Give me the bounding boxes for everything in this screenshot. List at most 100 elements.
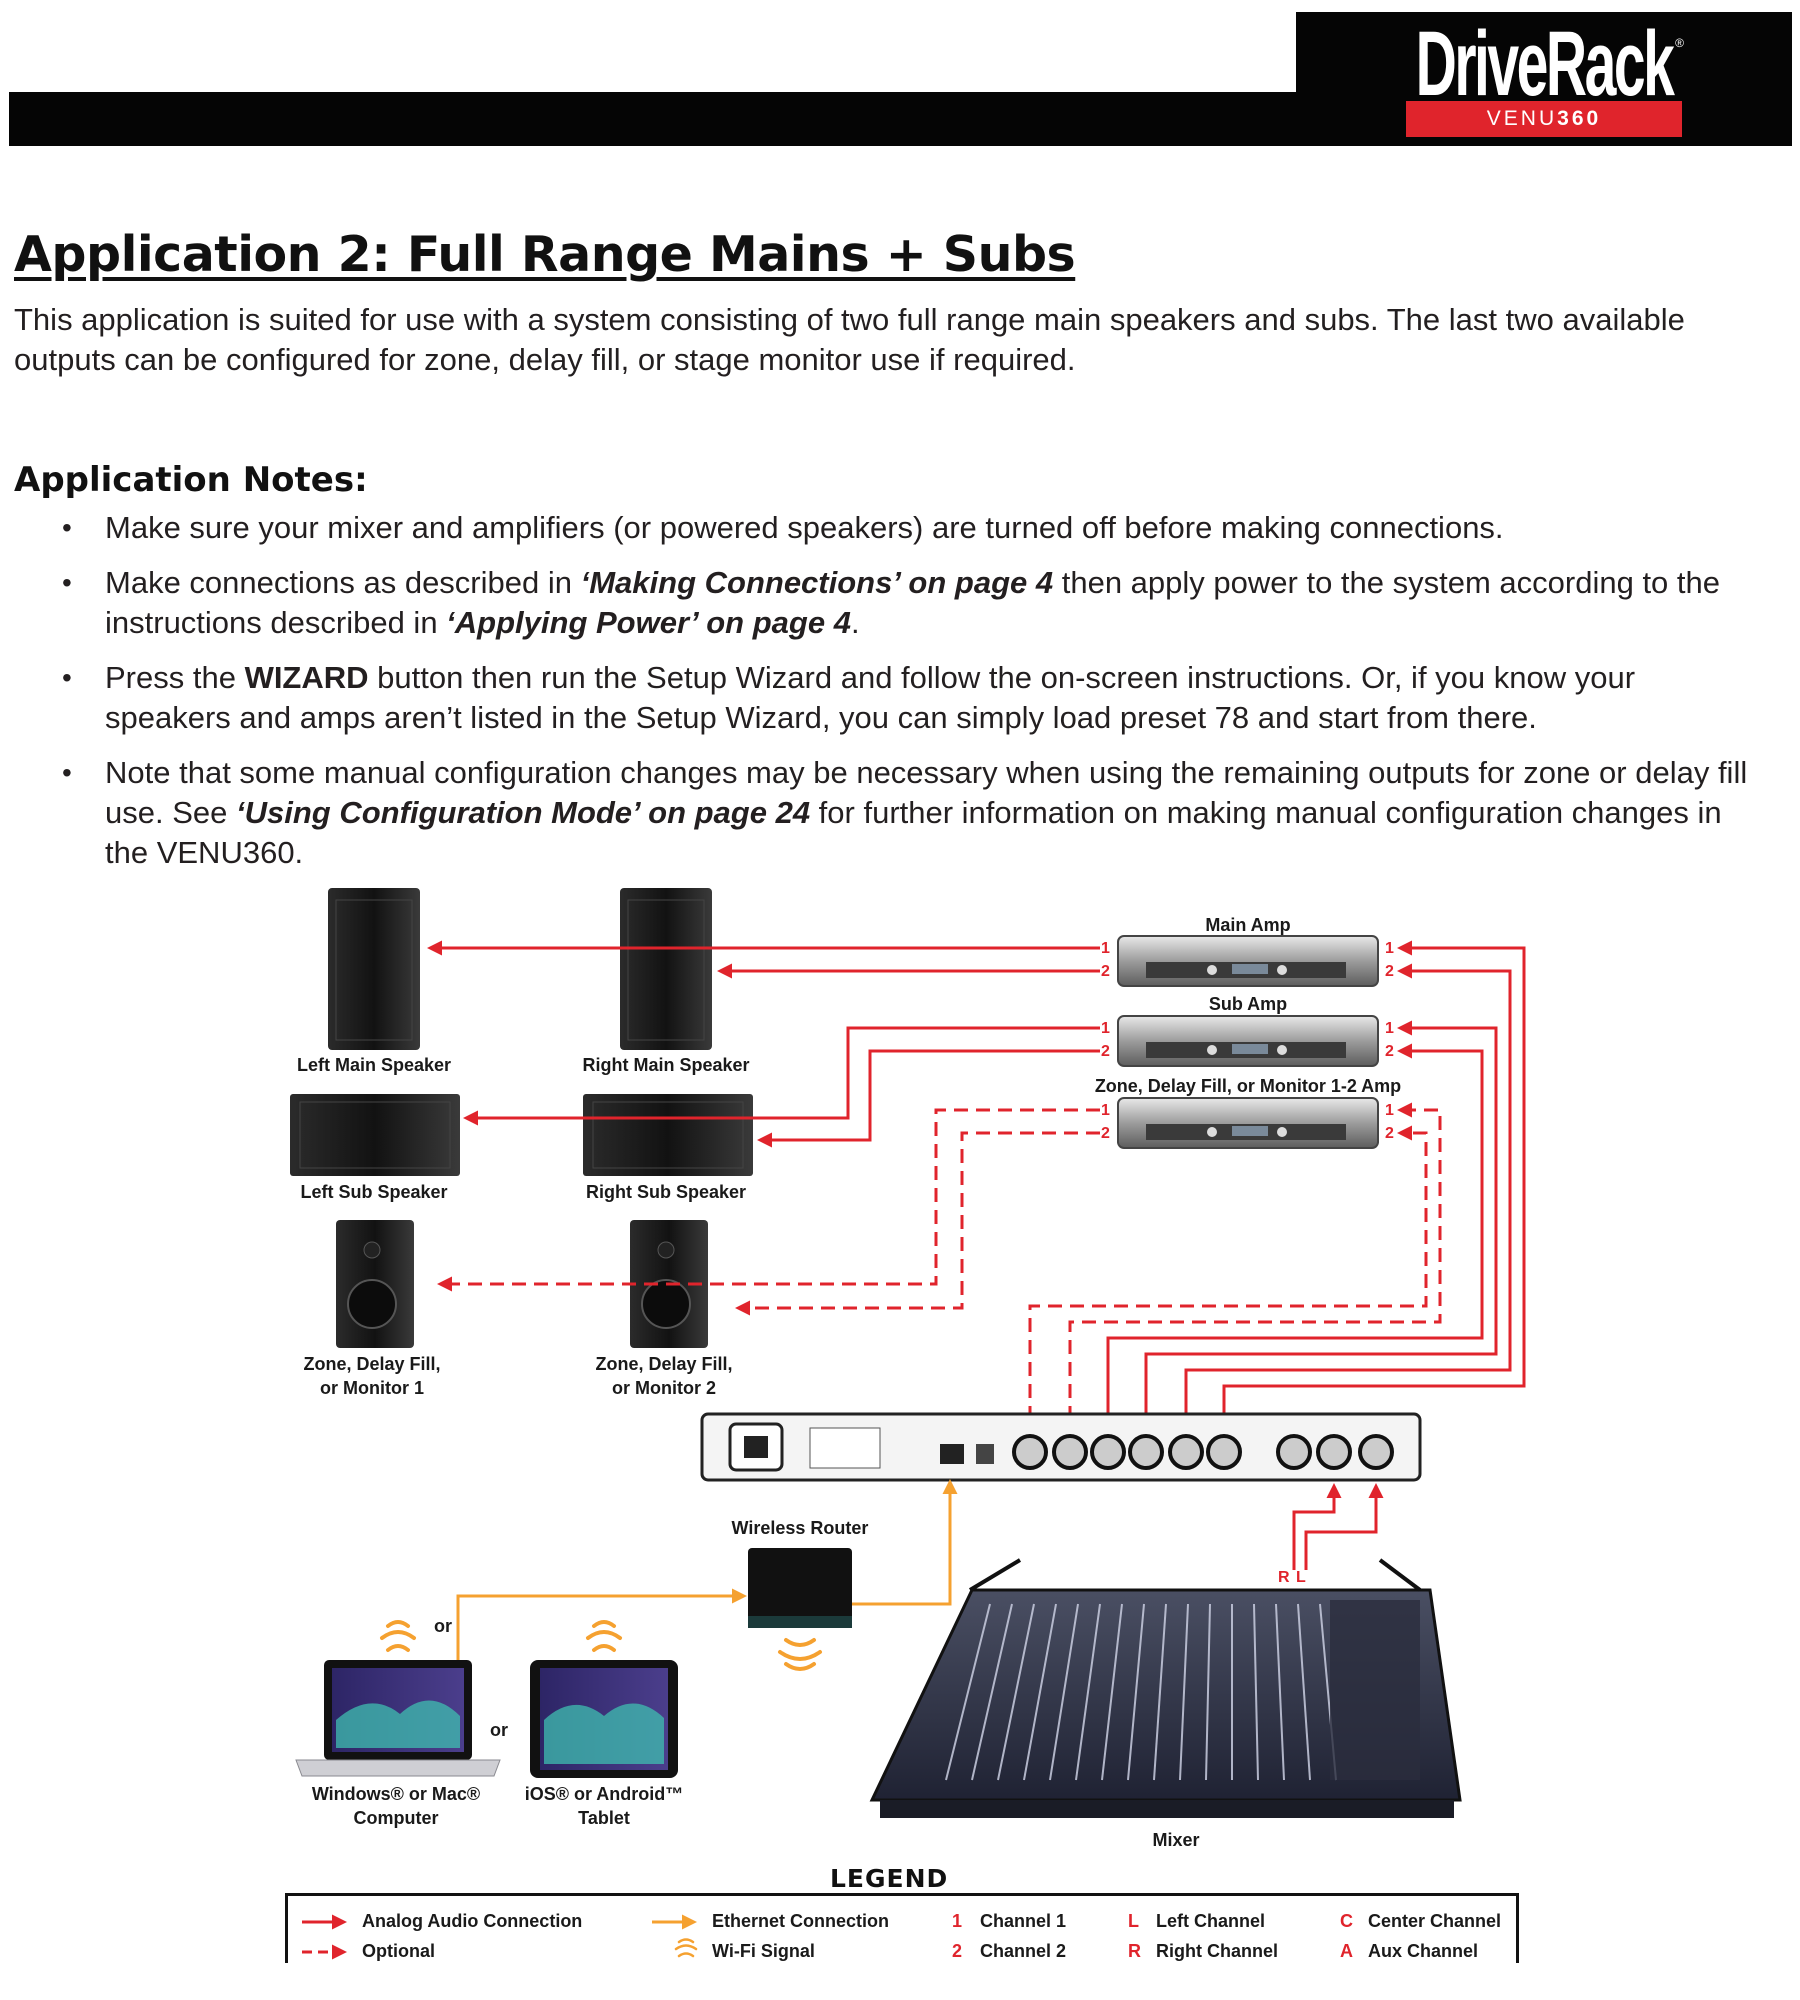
- channel-number: 2: [1385, 963, 1394, 980]
- page-reference: ‘Using Configuration Mode’ on page 24: [235, 795, 811, 830]
- zone-speaker-1: [336, 1220, 414, 1348]
- laptop-wifi-icon: [380, 1620, 416, 1652]
- right-channel-code: R: [1278, 1569, 1290, 1586]
- channel-number: 1: [1385, 1102, 1394, 1119]
- legend-text: Left Channel: [1156, 1911, 1266, 1931]
- page-reference: ‘Applying Power’ on page 4: [446, 605, 851, 640]
- processor-outputs: [1106, 940, 1526, 1420]
- tablet-wifi-icon: [586, 1620, 622, 1652]
- legend-ethernet: Ethernet Connection: [712, 1911, 890, 1931]
- laptop: [295, 1660, 501, 1777]
- legend-box: [285, 1893, 1519, 1963]
- page-title: Application 2: Full Range Mains + Subs: [14, 226, 1076, 283]
- channel-number: 1: [1385, 940, 1394, 957]
- sub-amp: [1117, 1015, 1379, 1067]
- note-item: Note that some manual configuration chan…: [14, 753, 1754, 873]
- legend-aux-channel: A Aux Channel: [1340, 1941, 1478, 1962]
- logo-product-badge: VENU360: [1406, 101, 1682, 137]
- processor-optional-outputs: [1028, 1102, 1442, 1420]
- note-item: Press the WIZARD button then run the Set…: [14, 658, 1754, 738]
- note-item: Make connections as described in ‘Making…: [14, 563, 1754, 643]
- legend-code: C: [1340, 1911, 1353, 1931]
- mixer-label: Mixer: [1152, 1830, 1199, 1850]
- amp-channel-numbers: 1 2 1 2 1 2 1 2 1 2 1 2: [1101, 940, 1394, 1142]
- wireless-router: [748, 1548, 852, 1628]
- product-suffix: 360: [1557, 107, 1602, 130]
- sub-amp-label: Sub Amp: [1209, 994, 1287, 1014]
- channel-number: 2: [1385, 1043, 1394, 1060]
- notes-heading: Application Notes:: [14, 460, 368, 500]
- note-text: Note that some manual configuration chan…: [105, 755, 1748, 830]
- venu360-rear-panel: [700, 1412, 1422, 1482]
- note-text: .: [850, 605, 860, 640]
- legend-code: L: [1128, 1911, 1139, 1931]
- main-amp-label: Main Amp: [1205, 915, 1290, 935]
- note-text: then apply power to the system according…: [105, 565, 1721, 640]
- driverack-logo: DriveRack ® VENU360: [1296, 12, 1792, 146]
- main-amp: [1117, 935, 1379, 987]
- zone-speaker-1-label: Zone, Delay Fill,: [303, 1354, 440, 1374]
- or-label: or: [490, 1720, 508, 1740]
- legend-code: 1: [952, 1911, 963, 1931]
- legend-center-channel: C Center Channel: [1340, 1911, 1501, 1932]
- left-main-speaker-label: Left Main Speaker: [297, 1055, 451, 1075]
- computer-label: Windows® or Mac®: [312, 1784, 480, 1804]
- tablet-label: iOS® or Android™: [525, 1784, 684, 1804]
- product-prefix: VENU: [1486, 107, 1558, 130]
- logo-wordmark: DriveRack: [1415, 13, 1675, 115]
- legend-analog: Analog Audio Connection: [362, 1911, 583, 1931]
- note-item: Make sure your mixer and amplifiers (or …: [14, 508, 1754, 548]
- legend-text: Aux Channel: [1368, 1941, 1479, 1961]
- legend-text: Channel 2: [980, 1941, 1067, 1961]
- page-reference: ‘Making Connections’ on page 4: [580, 565, 1054, 600]
- ethernet-connections: [456, 1479, 958, 1660]
- left-sub-speaker: [290, 1094, 460, 1176]
- legend-code: A: [1340, 1941, 1353, 1961]
- right-sub-speaker-label: Right Sub Speaker: [586, 1182, 746, 1202]
- channel-number: 1: [1101, 940, 1110, 957]
- channel-number: 2: [1101, 1043, 1110, 1060]
- left-main-speaker: [328, 888, 420, 1050]
- note-text: Make connections as described in: [105, 565, 581, 600]
- logo-trademark-symbol: ®: [1675, 36, 1684, 50]
- channel-number: 2: [1101, 963, 1110, 980]
- right-main-speaker-label: Right Main Speaker: [582, 1055, 749, 1075]
- wizard-button-name: WIZARD: [244, 660, 369, 695]
- note-text: Make sure your mixer and amplifiers (or …: [105, 510, 1504, 545]
- note-text: button then run the Setup Wizard and fol…: [105, 660, 1636, 735]
- or-label: or: [434, 1616, 452, 1636]
- right-sub-speaker: [583, 1094, 753, 1176]
- zone-speaker-2-label-line2: or Monitor 2: [612, 1378, 716, 1398]
- legend-wifi: Wi-Fi Signal: [712, 1941, 815, 1961]
- zone-amp: [1117, 1097, 1379, 1149]
- legend-code: 2: [952, 1941, 963, 1961]
- channel-number: 2: [1101, 1125, 1110, 1142]
- legend-code: R: [1128, 1941, 1141, 1961]
- zone-amp-label: Zone, Delay Fill, or Monitor 1-2 Amp: [1095, 1076, 1401, 1096]
- computer-label-line2: Computer: [354, 1808, 439, 1828]
- legend-left-channel: L Left Channel: [1128, 1911, 1265, 1932]
- tablet-label-line2: Tablet: [578, 1808, 630, 1828]
- mixer-outputs: [1292, 1483, 1384, 1570]
- legend-optional: Optional: [362, 1941, 435, 1961]
- notes-list: Make sure your mixer and amplifiers (or …: [14, 508, 1754, 888]
- speaker-feeds: [427, 940, 1100, 1148]
- legend-channel-1: 1 Channel 1: [952, 1911, 1066, 1932]
- legend-title: LEGEND: [830, 1864, 949, 1893]
- note-text: Press the: [105, 660, 245, 695]
- tablet: [530, 1660, 678, 1778]
- note-text: for further information on making manual…: [105, 795, 1722, 870]
- optional-zone-feeds: [437, 1108, 1100, 1316]
- intro-paragraph: This application is suited for use with …: [14, 302, 1685, 377]
- wifi-icon: [674, 1938, 698, 1958]
- legend-text: Channel 1: [980, 1911, 1067, 1931]
- channel-number: 1: [1101, 1020, 1110, 1037]
- wireless-router-label: Wireless Router: [732, 1518, 869, 1538]
- legend-right-channel: R Right Channel: [1128, 1941, 1278, 1962]
- left-sub-speaker-label: Left Sub Speaker: [300, 1182, 447, 1202]
- legend-text: Center Channel: [1368, 1911, 1502, 1931]
- channel-number: 1: [1101, 1102, 1110, 1119]
- legend-text: Right Channel: [1156, 1941, 1278, 1961]
- channel-number: 2: [1385, 1125, 1394, 1142]
